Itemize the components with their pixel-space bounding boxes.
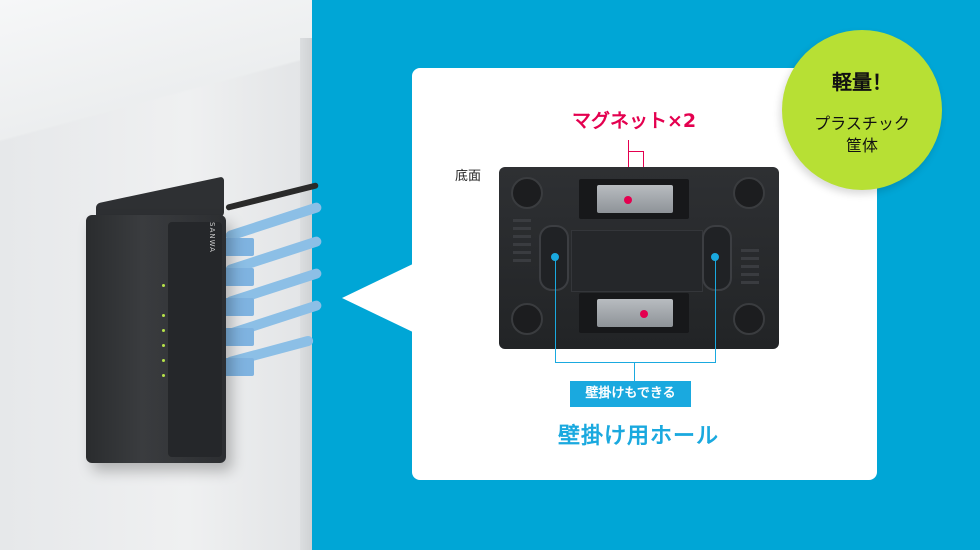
vent <box>513 219 531 222</box>
hole-leader-line <box>634 362 635 382</box>
vent <box>741 249 759 252</box>
rubber-foot <box>511 303 543 335</box>
lan-plug <box>224 358 254 376</box>
wall-mount-badge: 壁掛けもできる <box>570 381 691 407</box>
vent <box>513 243 531 246</box>
vent <box>513 259 531 262</box>
led-icon <box>162 284 165 287</box>
hole-marker-dot <box>711 253 719 261</box>
center-plate <box>571 230 703 292</box>
magnet <box>579 293 689 333</box>
led-icon <box>162 374 165 377</box>
vent <box>741 281 759 284</box>
magnet-marker-dot <box>640 310 648 318</box>
vent <box>741 265 759 268</box>
lan-plug <box>224 268 254 286</box>
hole-leader-line <box>555 362 716 363</box>
hub-front-panel <box>168 222 222 457</box>
magnet-label: マグネット×2 <box>572 110 697 132</box>
lan-plug <box>224 328 254 346</box>
lightweight-badge: 軽量！ プラスチック 筐体 <box>782 30 942 190</box>
bubble-pointer <box>342 262 417 334</box>
vent <box>513 235 531 238</box>
hole-marker-dot <box>551 253 559 261</box>
vent <box>513 227 531 230</box>
rubber-foot <box>733 177 765 209</box>
magnet-plate <box>597 185 673 213</box>
led-icon <box>162 359 165 362</box>
rubber-foot <box>511 177 543 209</box>
vent <box>741 273 759 276</box>
lan-plug <box>224 238 254 256</box>
brand-logo: SANWA <box>208 222 216 253</box>
wall-mount-hole <box>702 225 732 291</box>
led-icon <box>162 329 165 332</box>
badge-title: 軽量！ <box>832 70 892 94</box>
cabinet-top-edge <box>0 0 312 170</box>
led-icon <box>162 344 165 347</box>
magnet <box>579 179 689 219</box>
magnet-marker-dot <box>624 196 632 204</box>
rubber-foot <box>733 303 765 335</box>
badge-line: プラスチック <box>814 114 910 133</box>
hole-leader-line <box>715 260 716 362</box>
magnet-leader-line <box>628 151 644 152</box>
vent <box>513 251 531 254</box>
wall-mount-holes-label: 壁掛け用ホール <box>558 424 720 449</box>
hole-leader-line <box>555 260 556 362</box>
badge-line: 筐体 <box>845 136 878 155</box>
device-bottom-view <box>499 167 779 349</box>
bottom-view-label: 底面 <box>455 169 482 184</box>
lan-plug <box>224 298 254 316</box>
cabinet-corner <box>300 38 312 550</box>
magnet-plate <box>597 299 673 327</box>
led-icon <box>162 314 165 317</box>
vent <box>741 257 759 260</box>
